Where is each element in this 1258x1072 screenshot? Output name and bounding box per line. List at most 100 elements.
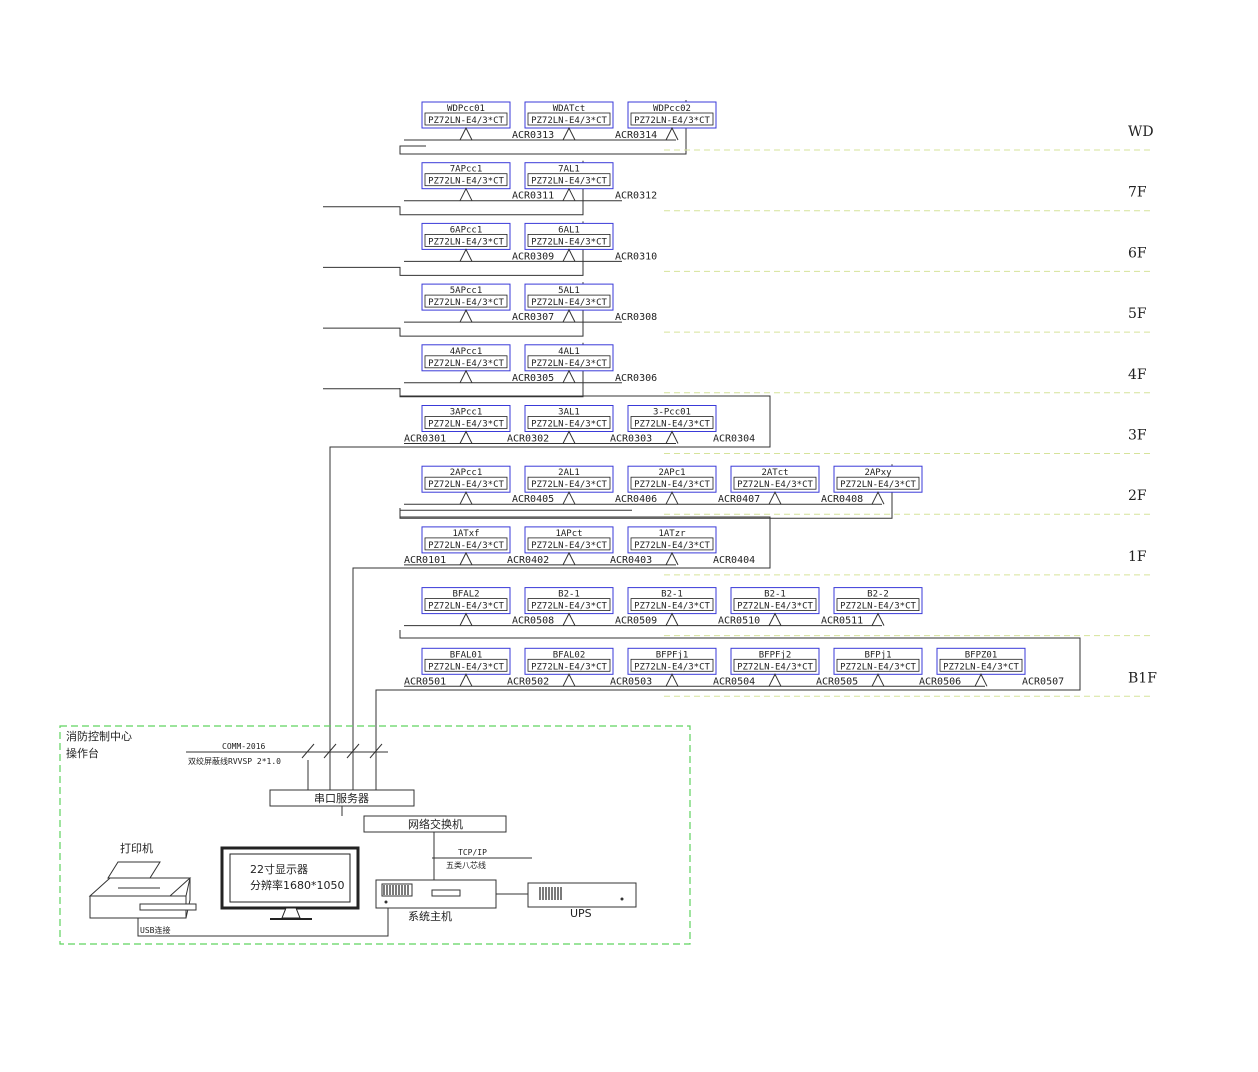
meter-name: 1APct — [555, 529, 582, 539]
floor-label: 1F — [1128, 549, 1147, 565]
meter-address: ACR0313 — [512, 130, 554, 141]
meter-connector — [562, 308, 576, 323]
meter-inner — [424, 112, 508, 126]
floor-label: 6F — [1128, 245, 1147, 261]
meter-inner — [424, 294, 508, 308]
meter-name: 3-Pcc01 — [653, 408, 691, 418]
meter-inner — [630, 658, 714, 672]
meter-address: ACR0304 — [713, 434, 755, 445]
meter-name: BFPj1 — [864, 650, 891, 660]
meter-name: 7APcc1 — [450, 165, 483, 175]
meter-inner — [527, 416, 611, 429]
meter-name: 2APxy — [864, 468, 892, 478]
meter-address: ACR0505 — [816, 676, 858, 687]
meter-box — [524, 283, 614, 311]
monitor-resolution: 分辨率1680*1050 — [250, 878, 345, 892]
meter-name: 4AL1 — [558, 347, 580, 357]
floor-label: 4F — [1128, 367, 1147, 383]
meter-inner — [630, 416, 714, 429]
meter-name: 2APc1 — [658, 468, 685, 478]
meter-connector — [768, 491, 782, 505]
meter-model: PZ72LN-E4/3*CT — [531, 116, 607, 126]
meter-inner — [424, 537, 508, 551]
floor-loop — [323, 282, 584, 337]
meter-name: 2ATct — [761, 468, 788, 478]
meter-model: PZ72LN-E4/3*CT — [840, 480, 916, 490]
meter-address: ACR0308 — [615, 312, 657, 323]
meter-address: ACR0504 — [713, 676, 755, 687]
meter-connector — [665, 430, 679, 444]
meter-model: PZ72LN-E4/3*CT — [531, 662, 607, 672]
meter-address: ACR0404 — [713, 555, 755, 566]
meter-connector — [562, 248, 576, 262]
meter-box — [524, 101, 614, 129]
meter-box — [730, 647, 820, 675]
meter-model: PZ72LN-E4/3*CT — [428, 237, 504, 247]
meter-name: BFAL2 — [452, 590, 479, 600]
meter-connector — [871, 612, 885, 626]
meter-box — [421, 405, 511, 432]
meter-model: PZ72LN-E4/3*CT — [428, 177, 504, 187]
meter-address: ACR0403 — [610, 555, 652, 566]
meter-box — [524, 222, 614, 250]
meter-model: PZ72LN-E4/3*CT — [531, 298, 607, 308]
meter-inner — [836, 598, 920, 611]
meter-model: PZ72LN-E4/3*CT — [428, 420, 504, 430]
floor-loop — [323, 160, 584, 216]
meter-address: ACR0307 — [512, 312, 554, 323]
meter-connector — [562, 491, 576, 505]
meter-connector — [562, 187, 576, 201]
meter-inner — [424, 416, 508, 429]
meter-address: ACR0310 — [615, 251, 657, 262]
meter-connector — [459, 369, 473, 384]
meter-connector — [665, 612, 679, 626]
meter-address: ACR0305 — [512, 373, 554, 384]
meter-model: PZ72LN-E4/3*CT — [531, 177, 607, 187]
meter-name: 6AL1 — [558, 225, 580, 235]
meter-address: ACR0503 — [610, 676, 652, 687]
bus-line-3 — [375, 630, 1081, 760]
meter-inner — [836, 476, 920, 490]
meter-name: WDPcc02 — [653, 104, 691, 114]
control-center-border — [59, 725, 691, 945]
bus-label-cable: 双绞屏蔽线RVVSP 2*1.0 — [188, 756, 281, 766]
host-label: 系统主机 — [408, 909, 452, 923]
meter-name: 5APcc1 — [450, 286, 483, 296]
meter-connector — [562, 673, 576, 687]
meter-connector — [459, 126, 473, 141]
meter-connector — [459, 308, 473, 323]
floor-loop — [323, 342, 584, 398]
meter-connector — [459, 187, 473, 201]
meter-box — [627, 405, 717, 432]
meter-address: ACR0312 — [615, 191, 657, 202]
meter-model: PZ72LN-E4/3*CT — [634, 116, 710, 126]
meter-inner — [733, 598, 817, 611]
meter-model: PZ72LN-E4/3*CT — [428, 116, 504, 126]
meter-address: ACR0101 — [404, 555, 446, 566]
meter-model: PZ72LN-E4/3*CT — [634, 662, 710, 672]
floor-label: WD — [1128, 124, 1154, 140]
meter-inner — [939, 658, 1023, 672]
floor-loop — [399, 100, 687, 155]
meter-inner — [527, 173, 611, 187]
meter-name: 1ATzr — [658, 529, 686, 539]
meter-box — [627, 647, 717, 675]
meter-inner — [527, 112, 611, 126]
meter-inner — [527, 355, 611, 369]
meter-model: PZ72LN-E4/3*CT — [531, 237, 607, 247]
monitor-label: 22寸显示器 — [250, 862, 308, 876]
meter-box — [627, 526, 717, 554]
meter-connector — [459, 248, 473, 262]
meter-box — [421, 222, 511, 250]
meter-inner — [424, 598, 508, 611]
meter-address: ACR0311 — [512, 191, 554, 202]
meter-box — [421, 101, 511, 129]
meter-inner — [527, 476, 611, 490]
meter-name: B2-1 — [661, 590, 683, 600]
meter-model: PZ72LN-E4/3*CT — [737, 662, 813, 672]
meter-address: ACR0405 — [512, 494, 554, 505]
host-icon — [375, 879, 497, 909]
net-switch-box — [363, 815, 507, 833]
meter-address: ACR0314 — [615, 130, 657, 141]
meter-model: PZ72LN-E4/3*CT — [531, 541, 607, 551]
